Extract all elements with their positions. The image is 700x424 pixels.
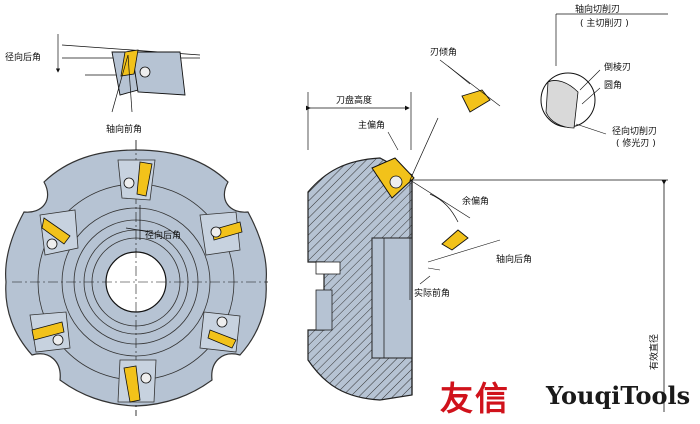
- effective-diameter-dimension: 有效直径: [648, 180, 667, 412]
- label-inclination-angle: 刃倾角: [430, 46, 457, 58]
- insert-upper-left: [39, 209, 79, 256]
- insert-bottom: [117, 359, 157, 403]
- label-effective-diameter: 有效直径: [648, 334, 660, 370]
- label-axial-clearance: 轴向后角: [496, 253, 532, 265]
- cutter-front-view: 径向后角: [5, 140, 268, 416]
- brand-logo: 友 信 YouqiTools: [440, 379, 690, 418]
- label-chamfer-edge: 倒棱刃: [604, 61, 631, 73]
- label-cutter-height: 刀盘高度: [336, 94, 372, 106]
- label-corner-radius: 圆角: [604, 79, 622, 91]
- label-axial-rake-top: 轴向前角: [106, 123, 142, 135]
- svg-text:友: 友: [440, 379, 473, 418]
- edge-detail: 轴向切削刃 ( 主切削刃 ) 倒棱刃 圆角 径向切削刃 ( 修光刃 ): [540, 3, 668, 149]
- insert-lower-right: [199, 311, 241, 353]
- label-aux-lead-angle: 余偏角: [462, 195, 489, 207]
- label-main-cutting-edge: ( 主切削刃 ): [580, 17, 629, 29]
- insert-top: [117, 159, 156, 201]
- insert-upper-right: [199, 211, 243, 256]
- label-radial-rake-front: 径向后角: [145, 229, 181, 241]
- label-radial-rake-top: 径向后角: [5, 51, 41, 63]
- svg-text:信: 信: [475, 379, 508, 418]
- label-effective-rake: 实际前角: [414, 287, 450, 299]
- label-axial-cutting-edge: 轴向切削刃: [575, 3, 620, 15]
- top-detail: 径向后角 轴向前角: [5, 34, 201, 135]
- svg-text:YouqiTools: YouqiTools: [545, 381, 690, 410]
- cutter-section-view: 刀盘高度 主偏角 刃倾角 余偏角 轴向后角 实际前角: [306, 46, 668, 401]
- label-main-lead-angle: 主偏角: [358, 119, 385, 131]
- label-wiper-edge: ( 修光刃 ): [616, 137, 656, 149]
- label-radial-cutting-edge: 径向切削刃: [612, 125, 657, 137]
- insert-lower-left: [29, 311, 71, 353]
